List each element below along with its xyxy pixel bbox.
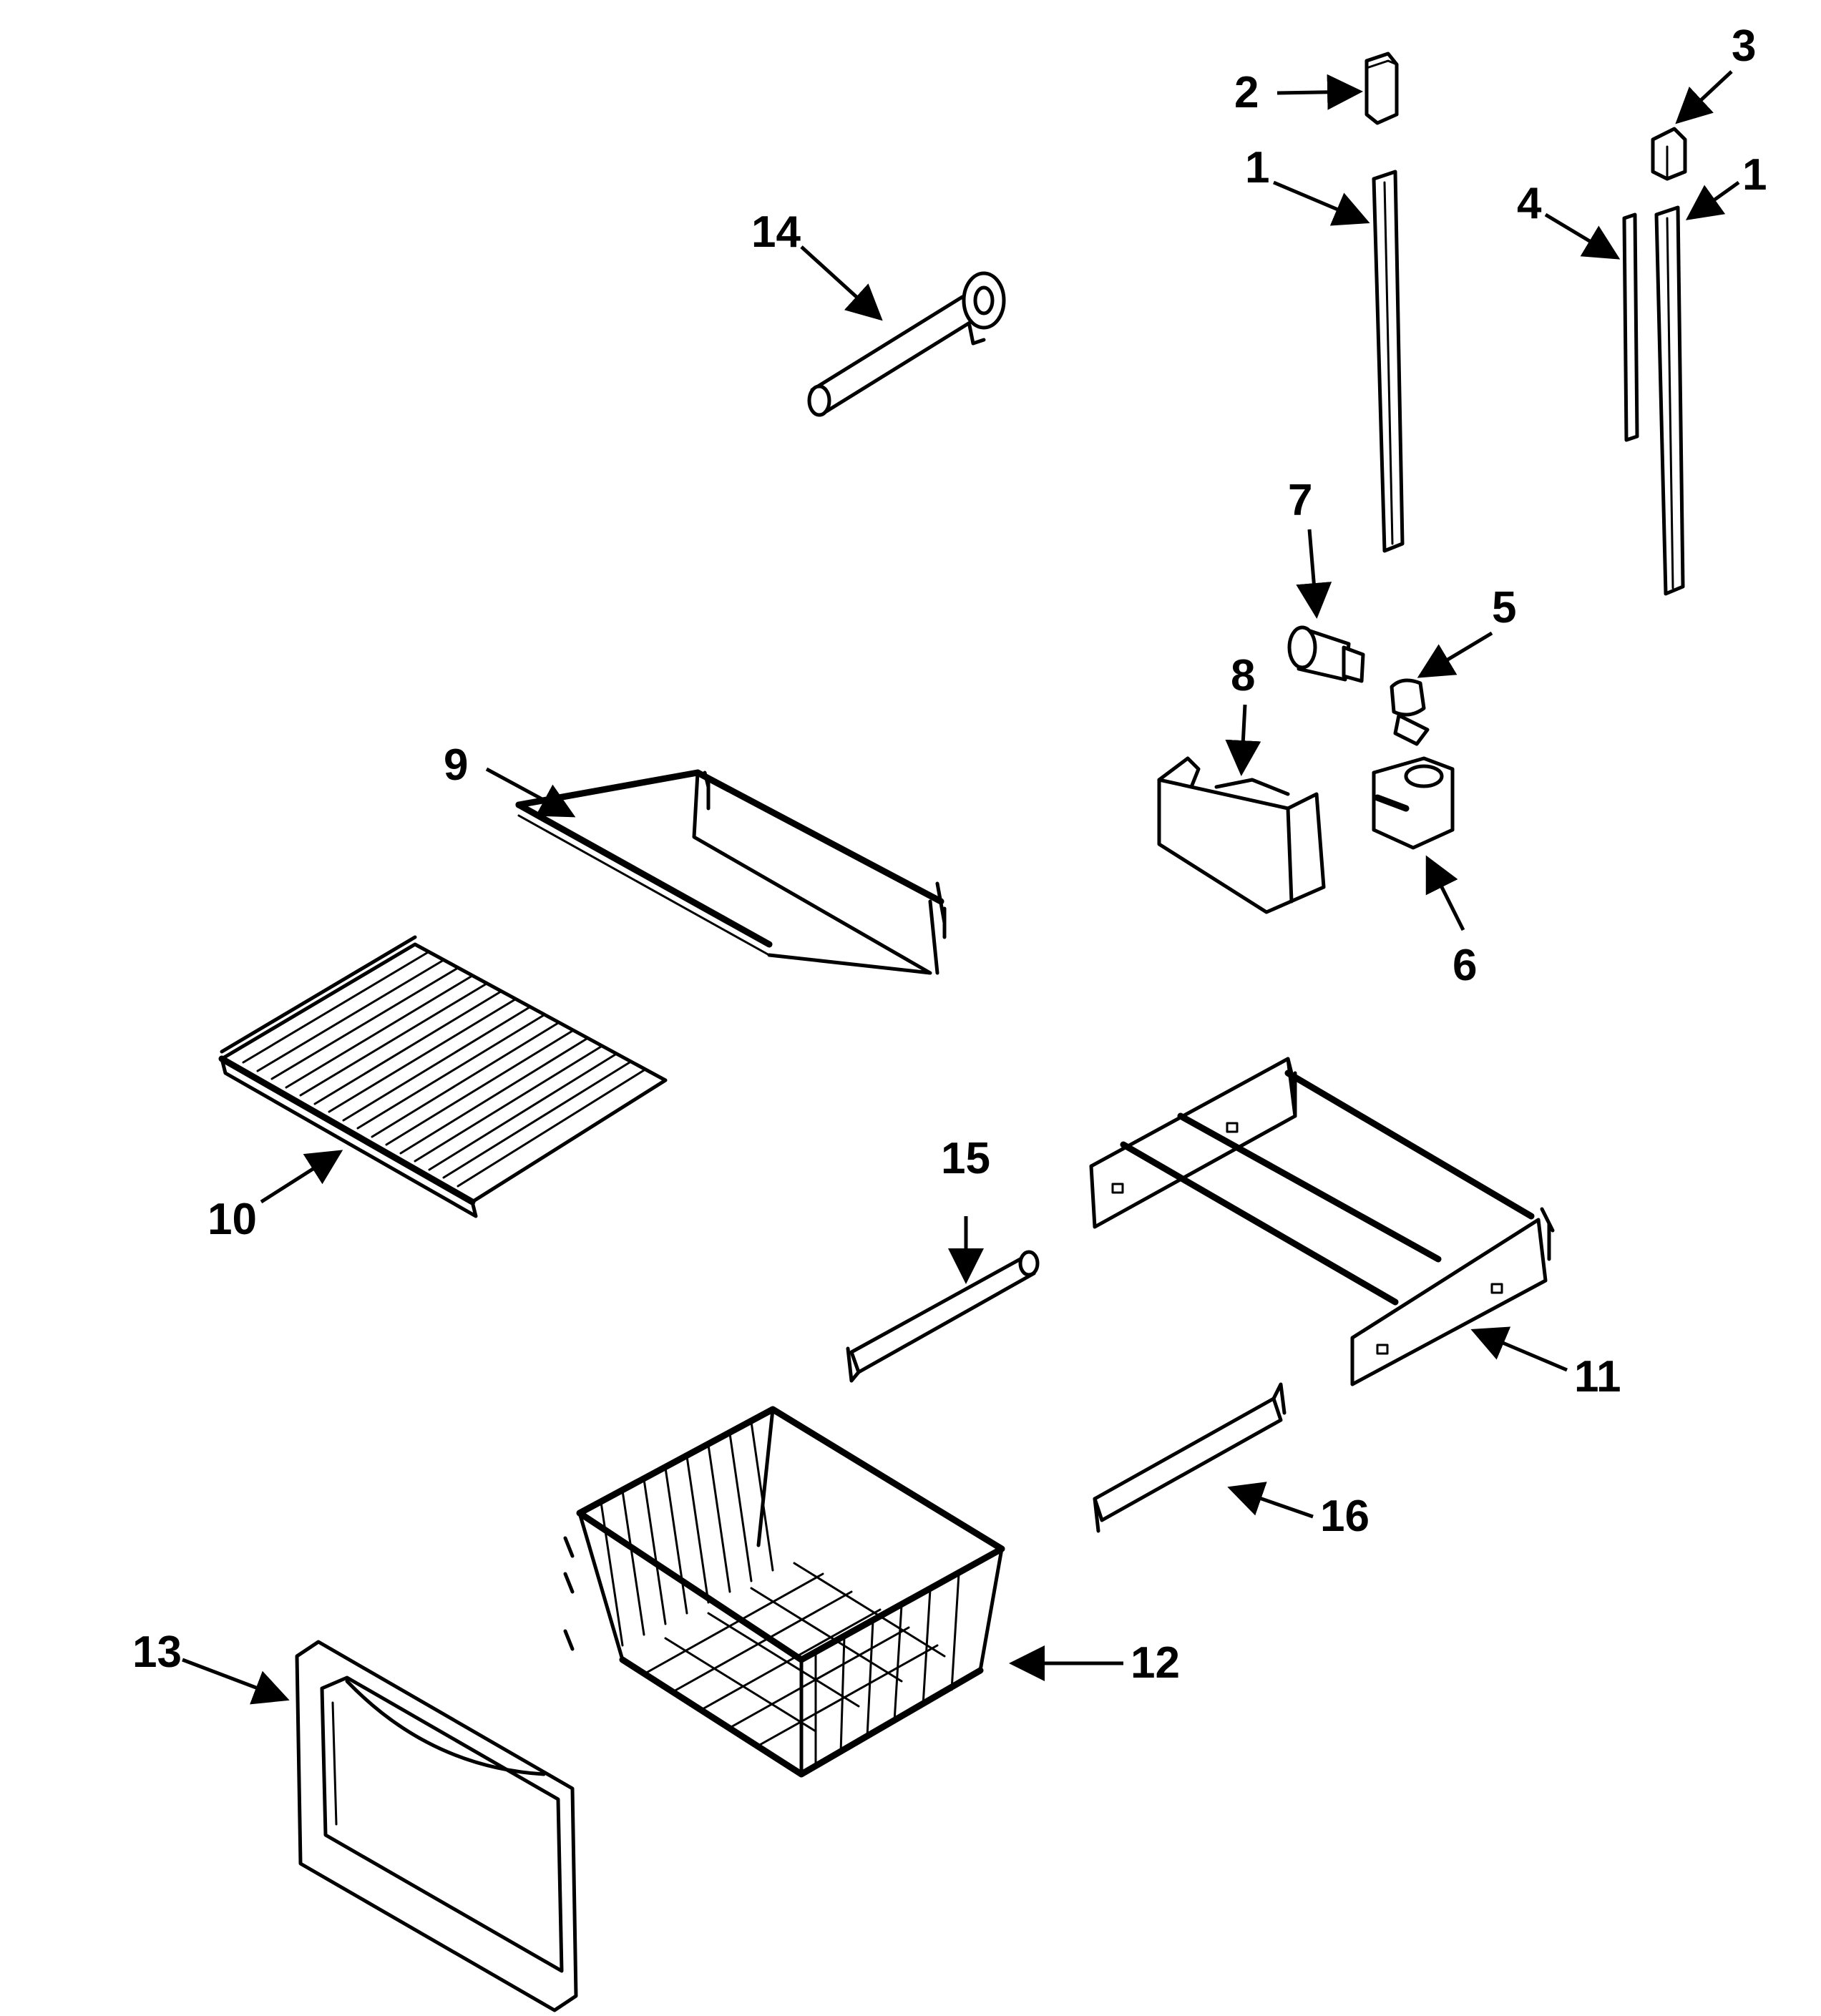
- callout-5: 5: [1492, 583, 1516, 632]
- part-4-strip: [1622, 212, 1639, 442]
- part-8-cover: [1157, 756, 1326, 914]
- callout-12: 11: [1574, 1352, 1621, 1401]
- callout-16: 16: [1320, 1492, 1370, 1541]
- callout-7: 7: [1288, 476, 1312, 525]
- callout-4: 4: [1517, 179, 1542, 228]
- callout-8: 8: [1231, 651, 1255, 700]
- callout-3: 3: [1732, 21, 1756, 71]
- part-6-housing: [1372, 756, 1455, 850]
- part-3-cap: [1651, 127, 1687, 181]
- callout-10: 14: [751, 207, 801, 257]
- part-9-shelf-frame: [515, 769, 947, 975]
- part-12-lower-frame: [1089, 1057, 1555, 1386]
- callout-6: 6: [1453, 941, 1477, 990]
- callout-arrows: [182, 70, 1740, 1705]
- part-11-wire-shelf: [218, 935, 668, 1218]
- callout-labels: 2 3 1 1 4 14 7 5 8 6 9 10 15 11 16 12 13: [132, 21, 1767, 1688]
- part-15-slide-rail: [846, 1250, 1040, 1383]
- callout-2: 2: [1234, 68, 1259, 117]
- part-7-bulb: [1287, 625, 1365, 683]
- part-13-wire-basket: [563, 1406, 1005, 1778]
- callout-15: 15: [941, 1134, 990, 1183]
- part-2-cap: [1364, 52, 1399, 125]
- callout-11: 10: [208, 1195, 257, 1244]
- callout-9: 9: [444, 740, 468, 790]
- part-1-rail-left: [1372, 170, 1405, 553]
- callout-14: 13: [132, 1628, 182, 1677]
- part-14-drawer-front: [295, 1640, 578, 2012]
- part-10-rod: [807, 271, 1006, 417]
- callout-1-left: 1: [1245, 143, 1269, 192]
- part-16-slide-rail: [1093, 1382, 1287, 1533]
- callout-13: 12: [1131, 1638, 1180, 1688]
- part-1-rail-right: [1654, 205, 1685, 596]
- callout-1-right: 1: [1742, 150, 1767, 200]
- part-5-socket: [1390, 678, 1430, 746]
